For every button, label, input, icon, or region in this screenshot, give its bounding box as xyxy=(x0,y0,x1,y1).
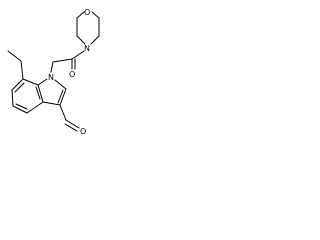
bond-c3-cho-c xyxy=(59,104,67,121)
bond-c3a-c7a xyxy=(37,84,44,103)
bond-carbonyl-c-ch2 xyxy=(52,58,73,63)
bond-n1-c2 xyxy=(54,79,67,90)
bond-cho-c-o-a xyxy=(65,119,80,129)
bond-c2-c3-b xyxy=(57,89,64,104)
bond-ethyl-ch2-ch3 xyxy=(7,50,22,62)
atom-labels: N N O O O xyxy=(48,8,90,136)
bond-cho-c-o-b xyxy=(64,123,78,132)
bond-c3-c3a xyxy=(42,101,61,106)
bond-c7-c6-a xyxy=(11,78,24,91)
bond-c5-c4-b xyxy=(15,103,28,110)
bond-morph-n-carbonyl-c xyxy=(71,50,85,60)
bond-morph-c2-o xyxy=(76,11,85,19)
bond-c3a-c7a-inner xyxy=(35,86,41,100)
bond-c2-c3-a xyxy=(59,88,67,106)
bond-c7a-c7 xyxy=(22,78,39,86)
atom-label-aldehyde-o: O xyxy=(80,127,86,136)
bond-morph-c4-n xyxy=(90,35,100,45)
bond-morph-o-c3 xyxy=(91,11,100,19)
atom-label-amide-o: O xyxy=(69,70,75,79)
chemical-structure-diagram: N N O O O xyxy=(7,8,100,136)
bond-c7-ethyl-ch2 xyxy=(20,60,24,80)
atom-label-ring-n: N xyxy=(48,73,54,82)
bond-morph-n-c1 xyxy=(76,35,86,45)
bond-ch2-ring-n xyxy=(50,61,54,73)
atom-label-morpholine-o: O xyxy=(84,8,90,17)
bond-c6-c5 xyxy=(11,89,14,107)
bond-c5-c4-a xyxy=(12,105,28,114)
bond-c7a-n1 xyxy=(37,78,48,86)
atom-label-morpholine-n: N xyxy=(84,44,90,53)
bonds xyxy=(7,11,100,132)
bond-c7-c6-b xyxy=(14,82,25,93)
bond-c4-c3a xyxy=(26,101,44,114)
